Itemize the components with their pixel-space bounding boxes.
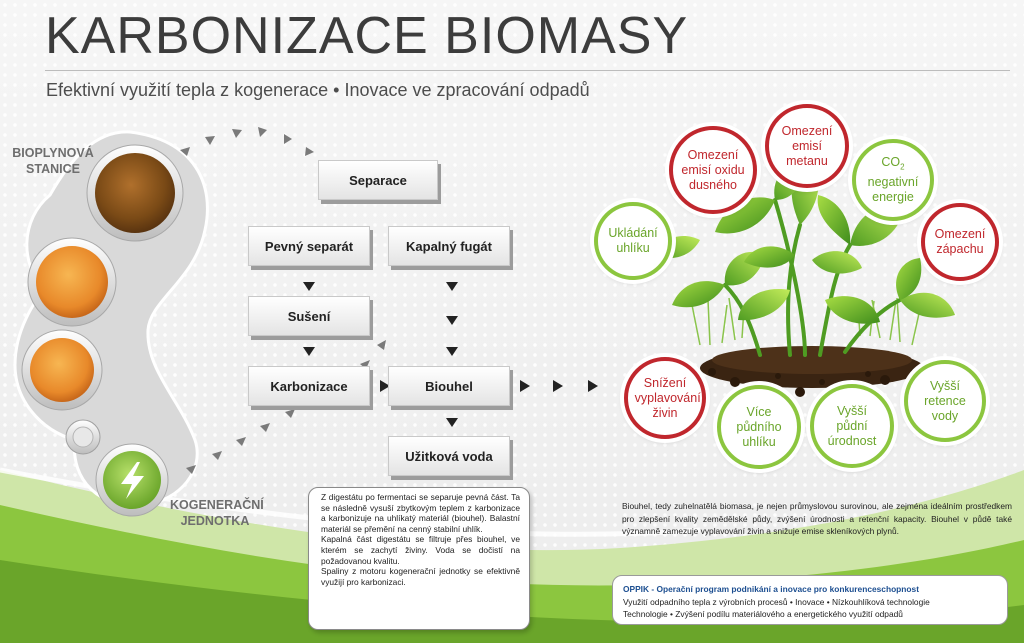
oppik-heading: OPPIK - Operační program podnikání a ino… [623, 584, 919, 594]
benefit-odor-circle: Omezení zápachu [921, 203, 999, 281]
benefit-water-retention-text: Vyšší retence vody [924, 378, 966, 423]
process-description-box: Z digestátu po fermentaci se separuje pe… [308, 487, 530, 630]
benefit-water-retention-circle: Vyšší retence vody [904, 360, 986, 442]
oppik-line: Technologie • Zvýšení podílu materiálové… [623, 609, 903, 619]
separation-box: Separace [318, 160, 438, 200]
benefit-soil-carbon-circle: Více půdního uhlíku [717, 385, 801, 469]
oppik-line: Využití odpadního tepla z výrobních proc… [623, 596, 930, 607]
drying-box: Sušení [248, 296, 370, 336]
biochar-paragraph: Biouhel, tedy zuhelnatělá biomasa, je ne… [622, 501, 1012, 537]
benefit-leaching-circle: Snížení vyplavování živin [624, 357, 706, 439]
description-paragraph: Spaliny z motoru kogenerační jednotky se… [321, 566, 520, 587]
biochar-box: Biouhel [388, 366, 510, 406]
oppik-box: OPPIK - Operační program podnikání a ino… [612, 575, 1008, 625]
plant-icon [655, 164, 955, 397]
orange-circle [30, 338, 94, 402]
benefit-methane-text: Omezení emisí metanu [781, 123, 833, 168]
benefit-fertility-text: Vyšší půdní úrodnost [827, 403, 877, 448]
carbonization-box: Karbonizace [248, 366, 370, 406]
page-title: KARBONIZACE BIOMASY [45, 7, 689, 65]
solid-separate-box: Pevný separát [248, 226, 370, 266]
arrow-chain-bottom [186, 340, 386, 474]
benefit-nox-circle: Omezení emisí oxidu dusného [669, 126, 757, 214]
cogeneration-unit-label: KOGENERAČNÍ JEDNOTKA [170, 498, 264, 528]
benefit-methane-circle: Omezení emisí metanu [765, 104, 849, 188]
benefit-carbon-storage-text: Ukládání uhlíku [608, 226, 658, 255]
benefit-fertility-circle: Vyšší půdní úrodnost [810, 384, 894, 468]
orange-circle [36, 246, 108, 318]
lightning-icon [121, 462, 144, 499]
benefit-soil-carbon-text: Více půdního uhlíku [736, 404, 782, 449]
benefit-carbon-storage-circle: Ukládání uhlíku [594, 202, 672, 280]
service-water-box: Užitková voda [388, 436, 510, 476]
benefit-leaching-text: Snížení vyplavování živin [634, 375, 701, 420]
biogas-station-label: BIOPLYNOVÁ STANICE [12, 146, 94, 176]
liquid-fugate-box: Kapalný fugát [388, 226, 510, 266]
title-divider [45, 70, 1010, 71]
arrow-chain-top [180, 127, 314, 156]
biogas-tank-circle [95, 153, 175, 233]
description-paragraph: Kapalná část digestátu se filtruje přes … [321, 534, 520, 566]
flow-arrows [303, 282, 598, 427]
benefit-nox-text: Omezení emisí oxidu dusného [681, 147, 745, 192]
benefit-odor-text: Omezení zápachu [934, 227, 986, 256]
page-subtitle: Efektivní využití tepla z kogenerace • I… [46, 80, 590, 100]
description-paragraph: Z digestátu po fermentaci se separuje pe… [321, 492, 520, 534]
